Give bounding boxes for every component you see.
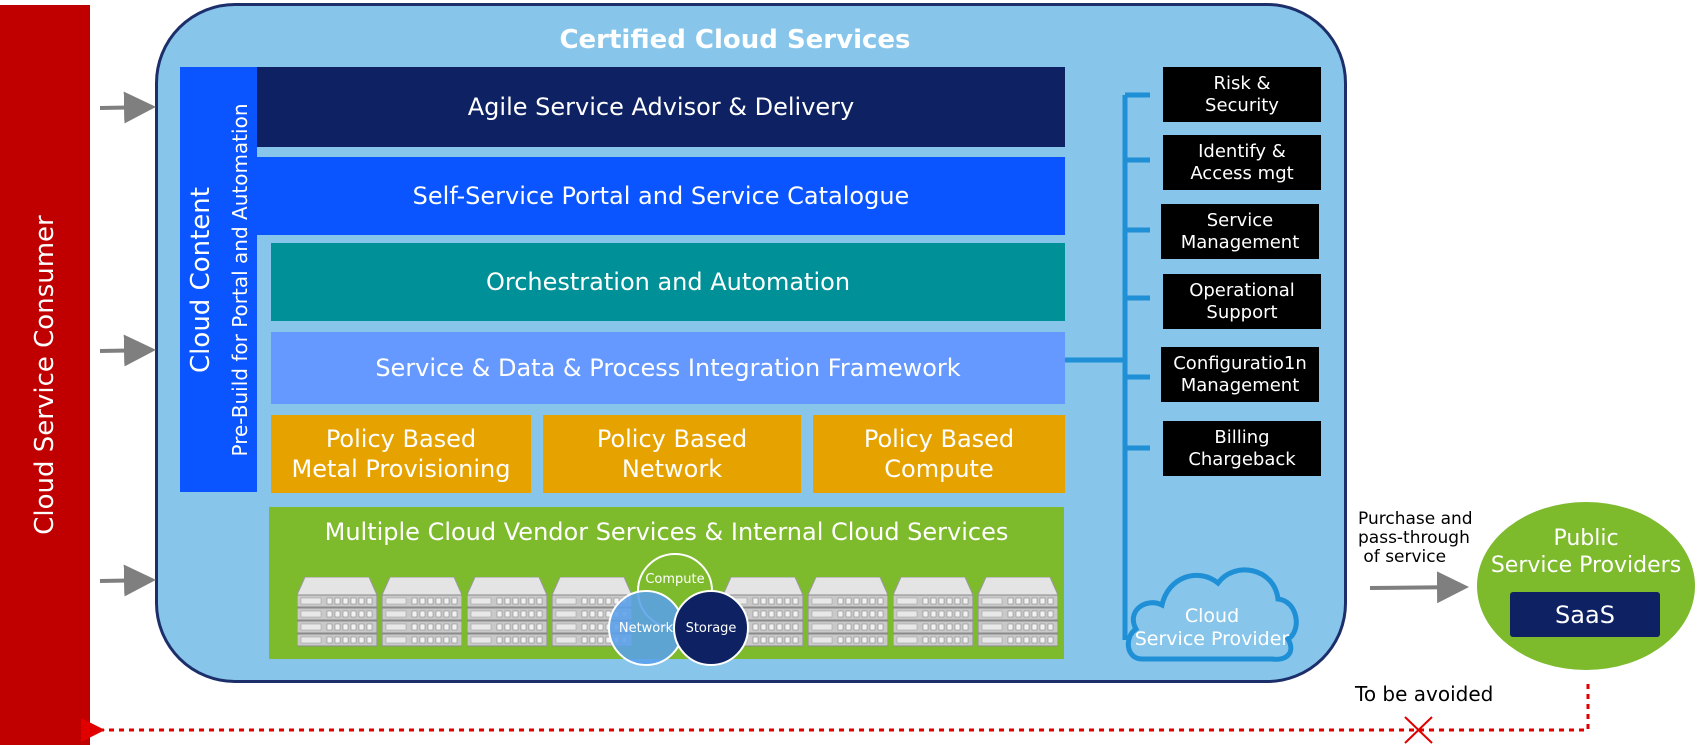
side-box-line1: Risk & [1213,72,1271,94]
server-rack-icon [467,577,547,647]
server-rack-icon [808,577,888,647]
side-box-line2: Security [1205,94,1279,116]
side-box-line2: Management [1180,374,1300,396]
side-box-line2: Support [1206,301,1278,323]
integration-framework-band: Service & Data & Process Integration Fra… [271,332,1065,404]
side-box-line1: Identify & [1198,140,1286,162]
cloud-label-line2: Service Provider [1134,628,1290,650]
storage-circle: Storage [673,590,749,666]
arrow-left-icon [99,334,156,367]
policy-network-line1: Policy Based [596,425,748,453]
saas-box: SaaS [1510,592,1660,637]
to-be-avoided-label: To be avoided [1355,682,1494,706]
public-service-providers-circle [1475,500,1697,672]
purchase-line3: of service [1358,547,1447,567]
orchestration-band: Orchestration and Automation [271,243,1065,321]
policy-network-line2: Network [621,455,723,483]
network-circle: Network [608,590,684,666]
public-line2: Service Providers [1490,553,1682,578]
arrow-left-icon [99,91,156,124]
side-box-line1: Billing [1214,426,1270,448]
policy-metal-line1: Policy Based [325,425,477,453]
public-line1: Public [1553,526,1619,551]
server-rack-icon [893,577,973,647]
side-box-line1: Service [1206,209,1274,231]
side-box-line1: Configuratio1n [1173,352,1307,374]
server-rack-icon [382,577,462,647]
panel-title: Certified Cloud Services [559,25,911,55]
side-box-line2: Chargeback [1188,448,1296,470]
arrow-left-icon [1369,571,1469,604]
side-box-line2: Management [1180,231,1300,253]
side-box-risk-security: Risk &Security [1163,67,1321,122]
purchase-line1: Purchase and [1358,509,1473,529]
side-box-line2: Access mgt [1190,162,1294,184]
side-box-line1: Operational [1189,279,1295,301]
cloud-vendor-services-label: Multiple Cloud Vendor Services & Interna… [324,518,1009,546]
purchase-pass-through-label: Purchase and pass-through of service [1358,510,1478,570]
compute-label: Compute [645,572,705,587]
side-box-identity-access: Identify &Access mgt [1163,135,1321,190]
arrow-left-icon [99,564,156,597]
cross-icon [1404,716,1433,744]
cloud-icon [1125,567,1299,662]
cloud-service-consumer-bar [0,5,90,745]
network-label: Network [618,620,674,636]
policy-compute-line2: Compute [884,455,994,483]
agile-service-advisor-band: Agile Service Advisor & Delivery [257,67,1065,147]
side-connector-tree [1065,92,1150,640]
policy-metal-line2: Metal Provisioning [291,455,511,483]
storage-label: Storage [685,620,737,636]
policy-compute-line1: Policy Based [863,425,1015,453]
cloud-content-bar [180,67,257,492]
server-rack-icon [297,577,377,647]
purchase-line2: pass-through [1358,528,1470,548]
self-service-portal-band: Self-Service Portal and Service Catalogu… [257,157,1065,235]
server-rack-icon [978,577,1058,647]
cloud-label-line1: Cloud [1184,605,1240,627]
